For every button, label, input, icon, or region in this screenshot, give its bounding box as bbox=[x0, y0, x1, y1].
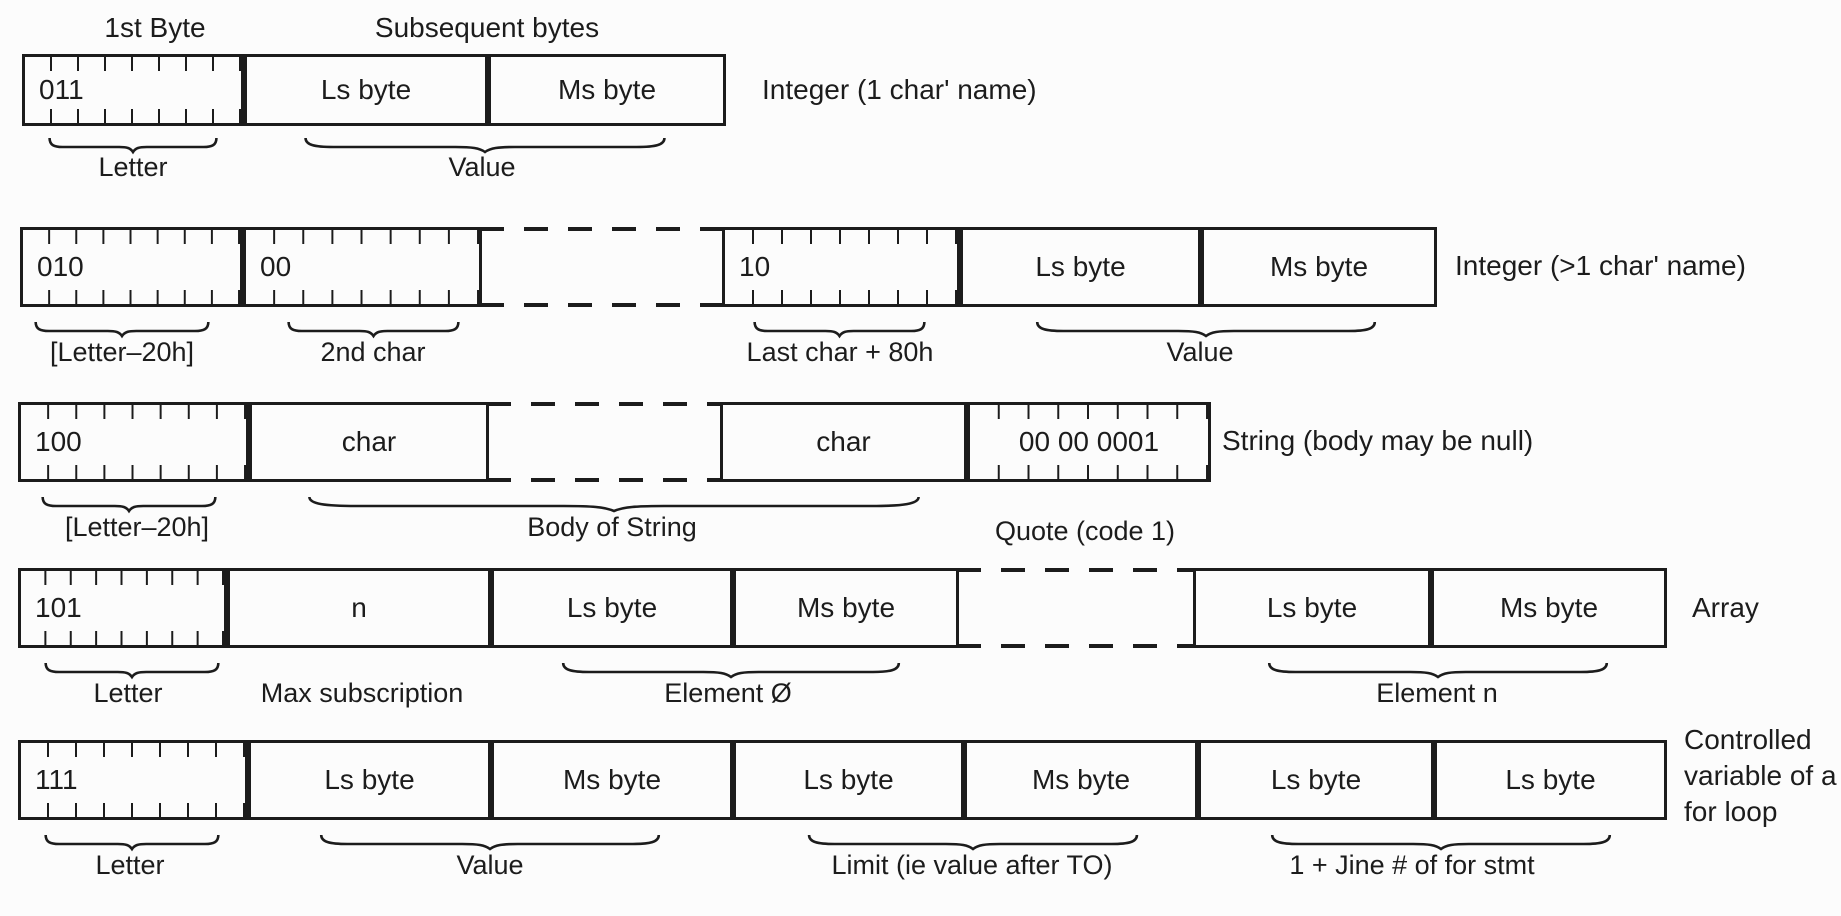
annotation-element-0: Element Ø bbox=[664, 678, 792, 708]
group-brace bbox=[300, 494, 928, 511]
group-brace bbox=[1264, 660, 1612, 677]
annotation-letter-minus-20h: [Letter–20h] bbox=[49, 337, 195, 367]
cell-label: Ls byte bbox=[566, 592, 658, 623]
cell-label: n bbox=[351, 592, 367, 623]
continuation-gap bbox=[487, 402, 722, 482]
group-brace bbox=[1032, 319, 1380, 336]
cell-last-char: 10 bbox=[722, 227, 960, 307]
cell-label: Ls byte bbox=[1505, 764, 1596, 795]
annotation-value: Value bbox=[1166, 337, 1234, 367]
group-brace bbox=[316, 832, 664, 849]
cell-ms-byte: Ms byte bbox=[1431, 568, 1667, 648]
annotation-letter-minus-20h: [Letter–20h] bbox=[64, 512, 210, 542]
group-brace bbox=[300, 135, 670, 152]
row-side-label: Integer (>1 char' name) bbox=[1455, 250, 1746, 281]
cell-2nd-char: 00 bbox=[243, 227, 482, 307]
cell-label: char bbox=[341, 426, 397, 457]
cell-ls-byte: Ls byte bbox=[960, 227, 1201, 307]
cell-ls-byte: Ls byte bbox=[491, 568, 733, 648]
cell-label: Ms byte bbox=[557, 74, 657, 105]
cell-label: Ms byte bbox=[796, 592, 896, 623]
annotation-quote-code-1: Quote (code 1) bbox=[994, 516, 1176, 546]
row-side-label: Integer (1 char' name) bbox=[762, 74, 1037, 105]
continuation-gap bbox=[480, 227, 724, 307]
cell-ms-byte: Ms byte bbox=[491, 740, 733, 820]
cell-typecode-111: 111 bbox=[18, 740, 248, 820]
column-header-subsequent-bytes: Subsequent bytes bbox=[374, 12, 600, 43]
annotation-body-of-string: Body of String bbox=[527, 512, 697, 542]
row-side-label: Controlled variable of a for loop bbox=[1684, 724, 1837, 827]
cell-label: 00 00 0001 bbox=[1018, 426, 1160, 457]
cell-typecode-101: 101 bbox=[18, 568, 227, 648]
cell-ls-byte: Ls byte bbox=[1198, 740, 1434, 820]
cell-label: Ls byte bbox=[320, 74, 412, 105]
cell-label: Ms byte bbox=[1499, 592, 1599, 623]
cell-ms-byte: Ms byte bbox=[964, 740, 1198, 820]
cell-label: Ls byte bbox=[803, 764, 894, 795]
annotation-line-number: 1 + Jine # of for stmt bbox=[1289, 850, 1535, 880]
cell-ls-byte: Ls byte bbox=[733, 740, 964, 820]
cell-typecode-011: 011 bbox=[22, 54, 244, 126]
cell-label: 100 bbox=[35, 426, 82, 457]
cell-ls-byte: Ls byte bbox=[248, 740, 491, 820]
group-brace bbox=[40, 494, 218, 511]
row-side-label: String (body may be null) bbox=[1222, 425, 1534, 456]
cell-label: Ls byte bbox=[324, 764, 415, 795]
cell-label: Ls byte bbox=[1270, 764, 1362, 795]
annotation-value: Value bbox=[448, 152, 516, 182]
annotation-2nd-char: 2nd char bbox=[320, 337, 426, 367]
group-brace bbox=[752, 319, 927, 336]
cell-label: Ls byte bbox=[1035, 251, 1126, 282]
cell-label: 010 bbox=[37, 251, 84, 282]
cell-ms-byte: Ms byte bbox=[488, 54, 726, 126]
cell-ms-byte: Ms byte bbox=[1201, 227, 1437, 307]
row-side-label: Array bbox=[1692, 592, 1759, 623]
cell-char: char bbox=[249, 402, 489, 482]
annotation-letter: Letter bbox=[93, 678, 163, 708]
annotation-last-char-80h: Last char + 80h bbox=[746, 337, 934, 367]
annotation-limit: Limit (ie value after TO) bbox=[831, 850, 1113, 880]
cell-ms-byte: Ms byte bbox=[733, 568, 959, 648]
annotation-value: Value bbox=[456, 850, 524, 880]
annotation-letter: Letter bbox=[98, 152, 168, 182]
group-brace bbox=[43, 660, 221, 677]
cell-label: char bbox=[816, 426, 871, 457]
cell-typecode-100: 100 bbox=[18, 402, 249, 482]
group-brace bbox=[558, 660, 904, 677]
cell-label: Ms byte bbox=[1269, 251, 1369, 282]
group-brace bbox=[47, 135, 219, 152]
cell-label: 101 bbox=[35, 592, 82, 623]
cell-label: 10 bbox=[739, 251, 771, 282]
annotation-element-n: Element n bbox=[1376, 678, 1498, 708]
cell-label: Ms byte bbox=[1031, 764, 1131, 795]
cell-label: Ls byte bbox=[1266, 592, 1358, 623]
cell-label: Ms byte bbox=[562, 764, 662, 795]
cell-ls-byte: Ls byte bbox=[1434, 740, 1667, 820]
group-brace bbox=[43, 832, 221, 849]
cell-typecode-010: 010 bbox=[20, 227, 243, 307]
group-brace bbox=[286, 319, 461, 336]
cell-ls-byte: Ls byte bbox=[1193, 568, 1431, 648]
column-header-first-byte: 1st Byte bbox=[104, 12, 206, 43]
annotation-letter: Letter bbox=[95, 850, 165, 880]
group-brace bbox=[33, 319, 211, 336]
group-brace bbox=[804, 832, 1142, 849]
group-brace bbox=[1267, 832, 1615, 849]
annotation-max-subscription: Max subscription bbox=[260, 678, 464, 708]
cell-ls-byte: Ls byte bbox=[244, 54, 488, 126]
cell-char: char bbox=[720, 402, 967, 482]
cell-label: 111 bbox=[35, 764, 78, 795]
cell-max-subscript-n: n bbox=[227, 568, 491, 648]
continuation-gap bbox=[957, 568, 1195, 648]
cell-quote-code: 00 00 0001 bbox=[967, 402, 1211, 482]
cell-label: 011 bbox=[39, 74, 84, 105]
cell-label: 00 bbox=[260, 251, 292, 282]
